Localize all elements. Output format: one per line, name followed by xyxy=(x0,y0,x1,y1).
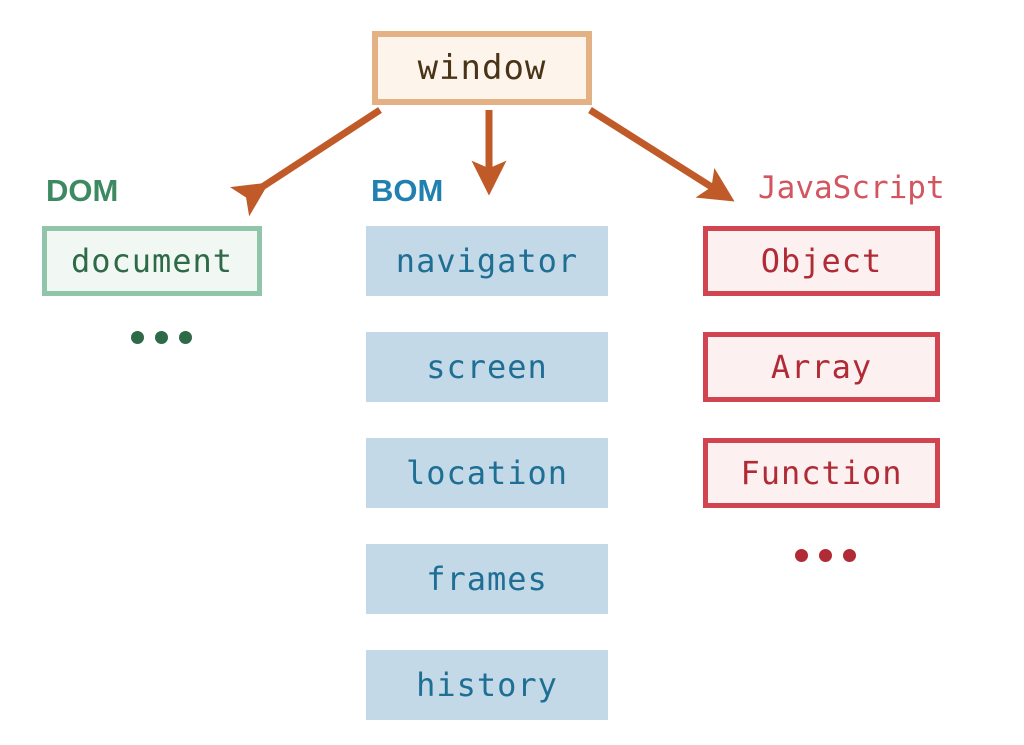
node-object[interactable]: Object xyxy=(703,226,940,296)
group-title-bom: BOM xyxy=(371,173,444,208)
group-title-dom: DOM xyxy=(46,173,119,208)
ellipsis-dot xyxy=(131,331,144,344)
node-screen-label: screen xyxy=(426,348,548,386)
ellipsis-dot xyxy=(843,549,856,562)
ellipsis-dot xyxy=(795,549,808,562)
node-window[interactable]: window xyxy=(372,31,592,105)
arrow-window-to-javascript xyxy=(588,107,735,202)
node-screen[interactable]: screen xyxy=(366,332,608,402)
node-object-label: Object xyxy=(760,242,883,280)
node-frames-label: frames xyxy=(426,560,548,598)
node-history-label: history xyxy=(416,666,558,704)
node-document-label: document xyxy=(70,242,234,280)
node-location-label: location xyxy=(405,454,569,492)
ellipsis-dot xyxy=(155,331,168,344)
ellipsis-dot xyxy=(819,549,832,562)
node-array-label: Array xyxy=(770,348,873,386)
ellipsis-dom xyxy=(131,331,192,344)
group-title-javascript: JavaScript xyxy=(758,170,945,206)
node-navigator-label: navigator xyxy=(395,242,579,280)
ellipsis-dot xyxy=(179,331,192,344)
node-function-label: Function xyxy=(740,454,903,492)
node-history[interactable]: history xyxy=(366,650,608,720)
node-document[interactable]: document xyxy=(42,226,262,296)
node-function[interactable]: Function xyxy=(703,438,940,508)
node-window-label: window xyxy=(417,48,547,88)
node-navigator[interactable]: navigator xyxy=(366,226,608,296)
arrow-window-to-dom xyxy=(230,107,382,217)
ellipsis-javascript xyxy=(795,549,856,562)
node-location[interactable]: location xyxy=(366,438,608,508)
node-frames[interactable]: frames xyxy=(366,544,608,614)
node-array[interactable]: Array xyxy=(703,332,940,402)
